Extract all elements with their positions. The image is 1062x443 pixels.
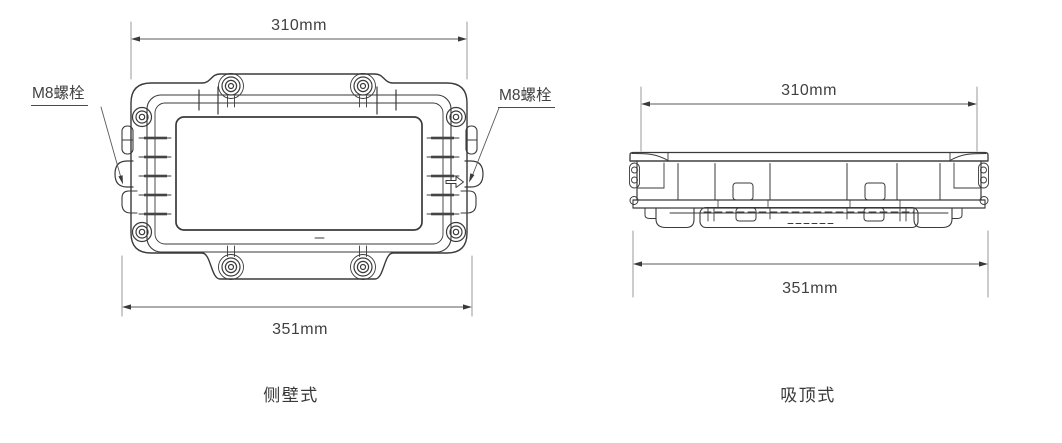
fins-left — [138, 136, 172, 216]
right-view-drawing — [629, 151, 989, 229]
fins-right — [426, 136, 460, 216]
boss-left — [732, 182, 754, 201]
right-view-caption: 吸顶式 — [780, 386, 836, 405]
right-view-bottom-dimension: 351mm — [782, 280, 838, 297]
m8-bolt-label-left: M8螺栓 — [31, 84, 88, 107]
m8-latch-left — [114, 125, 138, 214]
corner-bolt — [131, 106, 467, 243]
bolt-connectors — [227, 95, 367, 257]
boss-right — [864, 182, 886, 201]
direction-arrow-icon — [445, 176, 464, 188]
dimension-lines — [100, 21, 989, 317]
right-view-top-dimension: 310mm — [781, 82, 837, 99]
edge-bolt — [218, 73, 376, 280]
frame-outer — [146, 94, 452, 253]
left-view-top-dimension: 310mm — [271, 17, 327, 34]
mounting-plate — [629, 151, 989, 162]
left-view-caption: 侧壁式 — [263, 386, 319, 405]
left-view-bottom-dimension: 351mm — [272, 321, 328, 338]
housing-outline — [130, 73, 468, 280]
m8-latch-right — [460, 125, 484, 214]
left-view-drawing — [114, 73, 484, 280]
m8-bolt-label-right: M8螺栓 — [498, 86, 555, 109]
dimension-arrowheads — [118, 36, 988, 310]
end-clip-left — [629, 162, 640, 205]
vent-pins — [198, 86, 397, 115]
flange — [632, 199, 986, 209]
frame-inner — [154, 102, 444, 245]
end-clip-right — [978, 162, 989, 205]
body-ribs — [636, 162, 982, 200]
lower-housing — [644, 206, 963, 229]
lens-window — [175, 116, 423, 231]
